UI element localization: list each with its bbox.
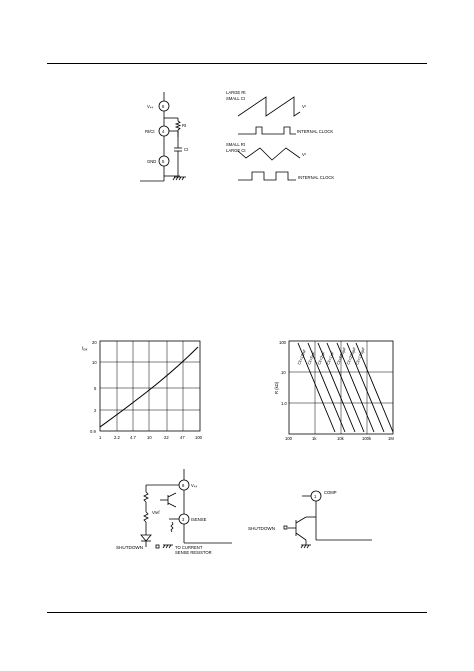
pin-num-vcc: 8 (162, 104, 165, 109)
left-xtick-4: 22 (164, 435, 169, 440)
label-shutdown-bl: SHUTDOWN (116, 545, 143, 550)
left-ytick-3: 2 (94, 408, 97, 413)
sense-resistor (170, 521, 174, 533)
pin-bot-bl: 3 (182, 517, 185, 522)
waveform-vc-top (237, 96, 301, 117)
label-ct: Ct (184, 147, 189, 152)
right-xtick-3: 100k (362, 436, 372, 441)
timing-waveforms (237, 96, 301, 181)
left-xtick-2: 4.7 (130, 435, 136, 440)
right-ytick-1: 10 (281, 370, 286, 375)
right-chart-ylabel: R (kΩ) (274, 381, 279, 394)
label-large-ct: LARGE Ct (226, 148, 246, 153)
left-xtick-1: 2.2 (114, 435, 120, 440)
right-chart-grid (289, 341, 393, 434)
oscillator-schematic (140, 92, 186, 182)
left-xtick-5: 47 (180, 435, 185, 440)
shutdown-circuit-left (140, 469, 232, 549)
label-sense: ISENSE (191, 517, 207, 522)
waveform-vc-bottom (237, 147, 301, 161)
resistor-2 (143, 511, 149, 523)
right-chart-curves (297, 342, 394, 433)
right-curve-label-3: Ct=1nF (325, 350, 335, 365)
label-vcc-bl: V₄₄ (191, 483, 198, 488)
left-ytick-2: 5 (94, 386, 97, 391)
left-chart (99, 340, 201, 432)
pin-num-rtct: 4 (162, 129, 165, 134)
pin-comp: 1 (314, 494, 317, 499)
label-clock-bottom: INTERNAL CLOCK (298, 175, 334, 180)
left-xtick-0: 1 (99, 435, 102, 440)
right-ytick-2: 1.0 (281, 401, 287, 406)
label-clock-top: INTERNAL CLOCK (297, 129, 333, 134)
label-comp: COMP (324, 490, 337, 495)
left-chart-ylabel: fₓₓₓ (82, 346, 88, 351)
label-note-2: SENSE RESISTOR (175, 550, 212, 555)
label-small-rt: SMALL Rt (226, 142, 246, 147)
left-xtick-3: 10 (147, 435, 152, 440)
shutdown-terminal-right (283, 525, 288, 530)
right-curve-label-2: Ct=2nF (316, 350, 326, 365)
right-xtick-1: 1k (312, 436, 317, 441)
label-large-rt: LARGE Rt (226, 90, 246, 95)
resistor-rt (174, 120, 182, 131)
diode-icon (140, 534, 152, 542)
label-gnd: GND (147, 159, 156, 164)
left-ytick-4: 0.9 (90, 429, 96, 434)
pin-top-bl: 8 (182, 483, 185, 488)
clock-top (238, 126, 296, 135)
label-vcc: V₄₄ (147, 104, 154, 109)
footer-rule (47, 612, 427, 613)
clock-bottom (238, 171, 296, 181)
label-vc-top: Vᶜ (302, 104, 307, 109)
left-ytick-0: 20 (92, 340, 97, 345)
right-ytick-0: 100 (279, 340, 287, 345)
label-small-ct: SMALL Ct (226, 96, 246, 101)
right-xtick-0: 100 (285, 436, 293, 441)
left-xtick-6: 100 (195, 435, 203, 440)
header-rule (47, 63, 427, 64)
right-curve-label-1: Ct=5nF (306, 350, 316, 365)
shutdown-terminal-left (155, 544, 160, 549)
right-chart (288, 340, 394, 435)
shutdown-circuit-right (283, 490, 372, 549)
left-ytick-1: 10 (92, 360, 97, 365)
label-note-1: TO CURRENT (175, 545, 203, 550)
right-xtick-2: 10k (337, 436, 345, 441)
left-chart-curve (99, 346, 199, 428)
label-rtct: Rt/Ct (145, 129, 155, 134)
pin-num-gnd: 5 (162, 159, 165, 164)
right-xtick-4: 1M (388, 436, 394, 441)
label-vref: Vref (152, 510, 160, 515)
label-shutdown-br: SHUTDOWN (248, 526, 275, 531)
resistor-1 (143, 491, 149, 503)
label-rt: Rt (182, 123, 187, 128)
label-vc-bottom: Vᶜ (302, 152, 307, 157)
left-chart-grid (100, 341, 200, 431)
left-chart-frame (99, 340, 201, 432)
right-curve-label-0: Ct=10nF (296, 348, 307, 365)
